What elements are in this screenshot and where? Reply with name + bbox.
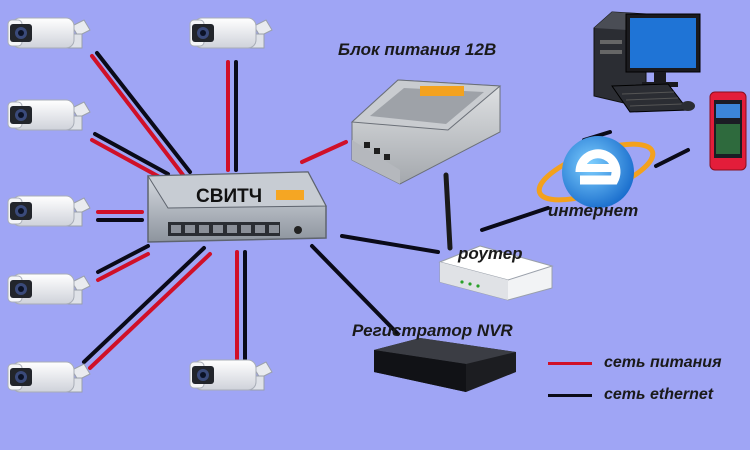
label-internet: интернет: [548, 201, 639, 220]
camera-3: [7, 99, 91, 131]
internet-explorer-icon: [536, 136, 656, 208]
legend-item-power: сеть питания: [548, 352, 722, 374]
label-switch: СВИТЧ: [196, 186, 263, 207]
power-supply-unit: [350, 79, 502, 185]
legend-swatch-power: [548, 361, 592, 365]
label-router: роутер: [458, 244, 523, 263]
cables: [82, 51, 690, 370]
label-power-supply: Блок питания 12В: [338, 40, 497, 59]
wifi-router: [438, 172, 554, 301]
legend-text-power: сеть питания: [604, 354, 722, 371]
camera-4: [7, 195, 91, 227]
camera-2: [189, 17, 273, 49]
camera-1: [7, 17, 91, 49]
legend-text-ethernet: сеть ethernet: [604, 386, 714, 403]
camera-7: [189, 359, 273, 391]
legend-item-ethernet: сеть ethernet: [548, 384, 713, 406]
desktop-computer: [593, 11, 701, 113]
smartphone: [709, 91, 747, 171]
label-nvr: Регистратор NVR: [352, 321, 513, 340]
network-switch: [147, 171, 327, 243]
legend-swatch-ethernet: [548, 393, 592, 397]
camera-6: [7, 361, 91, 393]
camera-5: [7, 273, 91, 305]
nvr-recorder: [374, 338, 516, 392]
